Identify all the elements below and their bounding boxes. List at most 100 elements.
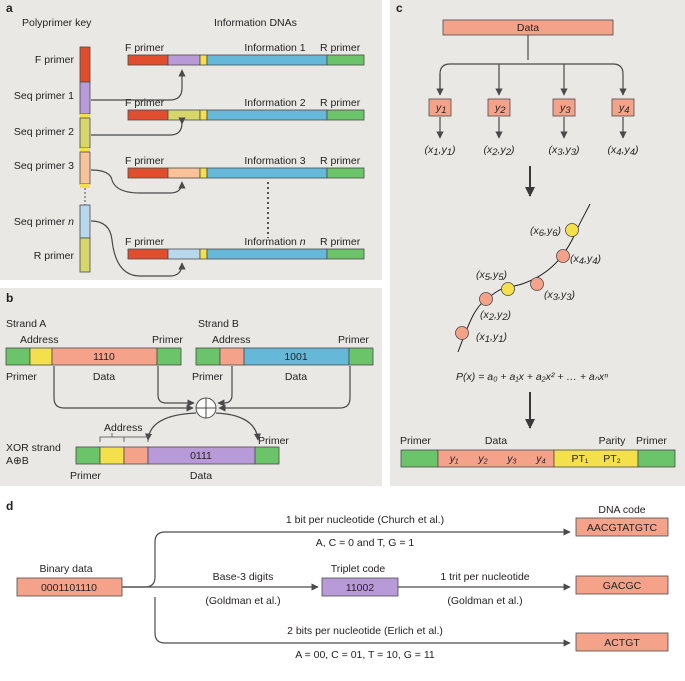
xor-address-a — [99, 446, 125, 465]
goldman-right-label: (Goldman et al.) — [447, 595, 522, 607]
dna-code-goldman-value: GACGC — [603, 580, 642, 592]
dna-code-church-value: AACGTATGTC — [587, 522, 658, 534]
key-label-r-primer: R primer — [34, 250, 75, 262]
strand-2-info-label: Information 2 — [244, 97, 305, 109]
strand-3-info-label: Information 3 — [244, 155, 305, 167]
y-box-4-label: y4 — [618, 102, 630, 116]
panel-d-letter: d — [6, 499, 13, 513]
xor-primer-right-label: Primer — [258, 435, 289, 447]
y-box-1: y1 — [428, 98, 452, 117]
arrow-strand-b-address-to-xor — [217, 366, 233, 407]
triplet-code-value: 11002 — [346, 582, 375, 594]
curve-point-4 — [556, 249, 570, 263]
arrow-seq3-to-strand-3 — [90, 169, 186, 194]
strand-3-f-primer-label: F primer — [125, 155, 165, 167]
curve-label-4: (x4,y4) — [570, 253, 601, 267]
information-dna-1: F primer Information 1 R primer — [125, 42, 365, 66]
panel-b: b Strand A Address Primer 1110 Primer Da… — [0, 288, 382, 486]
curve-label-2: (x2,y2) — [480, 309, 511, 323]
key-label-f-primer: F primer — [35, 54, 75, 66]
y-box-3-label: y3 — [559, 102, 571, 116]
dna-code-title: DNA code — [598, 504, 645, 516]
final-cell-y1: y₁ — [449, 453, 459, 465]
panel-a-letter: a — [6, 1, 13, 15]
strand-a-primer-bottom-label: Primer — [6, 371, 37, 383]
final-primer-left — [400, 449, 439, 468]
y-box-1-label: y1 — [435, 102, 447, 116]
y-box-4: y4 — [611, 98, 635, 117]
strand-b-data-value: 1001 — [284, 351, 308, 363]
arrow-xor-to-address — [144, 412, 197, 441]
strand-b-address-label: Address — [212, 334, 251, 346]
final-parity-label: Parity — [599, 435, 627, 447]
strand-a-title: Strand A — [6, 318, 46, 330]
final-primer-left-label: Primer — [400, 435, 431, 447]
xor-primer-left — [75, 446, 101, 465]
strand-a-primer-right — [156, 347, 182, 366]
strand-a-primer-top-label: Primer — [152, 334, 183, 346]
information-dna-2: F primer Information 2 R primer — [125, 97, 365, 121]
strand-1-r-primer-label: R primer — [320, 42, 361, 54]
strand-1-info-label: Information 1 — [244, 42, 305, 54]
curve-label-3: (x3,y3) — [544, 289, 575, 303]
xor-data-value: 0111 — [190, 450, 212, 462]
strand-a-address-label: Address — [20, 334, 59, 346]
key-label-seq-primer-3: Seq primer 3 — [14, 160, 74, 172]
strand-3-r-primer-label: R primer — [320, 155, 361, 167]
polyprimer-key-bar — [79, 46, 91, 273]
strand-b-primer-top-label: Primer — [338, 334, 369, 346]
key-label-seq-primer-1: Seq primer 1 — [14, 90, 74, 102]
binary-data-value: 0001101110 — [41, 582, 97, 594]
xor-primer-right — [254, 446, 280, 465]
polyprimer-key-title: Polyprimer key — [22, 17, 92, 29]
final-cell-y3: y₃ — [506, 453, 516, 465]
information-dna-3: F primer Information 3 R primer — [125, 155, 365, 179]
xor-strand-title: XOR strand — [6, 442, 61, 454]
final-data-label: Data — [485, 435, 507, 447]
triplet-code-box — [321, 577, 399, 597]
panel-c-background — [390, 0, 685, 486]
church-mapping-label: A, C = 0 and T, G = 1 — [316, 537, 415, 549]
panel-c: c Data y1 y2 y3 y4 (x1,y1) (x2,y2) — [390, 0, 685, 486]
xor-address-b — [123, 446, 149, 465]
arrow-strand-a-primer-to-xor — [157, 366, 195, 407]
curve-point-3 — [530, 277, 544, 291]
polynomial-curve — [457, 203, 591, 353]
key-label-seq-primer-n: Seq primer n — [14, 216, 74, 228]
church-method-label: 1 bit per nucleotide (Church et al.) — [286, 514, 444, 526]
final-cell-pt1: PT₁ — [572, 453, 589, 465]
xor-primer-bottom-label: Primer — [70, 470, 101, 482]
arrow-to-erlich — [154, 597, 571, 647]
strand-n-info-label: Information n — [244, 236, 305, 248]
strand-1-f-primer-label: F primer — [125, 42, 165, 54]
goldman-left-label: (Goldman et al.) — [205, 595, 280, 607]
strand-a-data-value: 1110 — [93, 351, 115, 363]
panel-b-letter: b — [6, 291, 13, 305]
base3-digits-label: Base-3 digits — [213, 571, 274, 583]
information-dnas-title: Information DNAs — [214, 17, 297, 29]
arrow-seqn-to-strand-n — [90, 220, 186, 277]
trit-per-nucleotide-label: 1 trit per nucleotide — [440, 571, 529, 583]
curve-point-6-parity — [565, 223, 579, 237]
arrow-strand-a-address-to-xor — [53, 366, 194, 412]
final-cell-pt2: PT₂ — [603, 453, 621, 465]
xor-data-label: Data — [190, 470, 212, 482]
key-label-seq-primer-2: Seq primer 2 — [14, 126, 74, 138]
curve-label-1: (x1,y1) — [476, 331, 507, 345]
triplet-code-title: Triplet code — [331, 563, 386, 575]
strand-2-r-primer-label: R primer — [320, 97, 361, 109]
final-primer-right-label: Primer — [636, 435, 667, 447]
data-box-label: Data — [517, 22, 539, 34]
dna-code-church-box — [575, 517, 669, 537]
arrow-seq1-to-strand-1 — [91, 69, 186, 101]
pair-3: (x3,y3) — [548, 144, 579, 158]
binary-data-title: Binary data — [39, 563, 92, 575]
y-box-2: y2 — [487, 98, 511, 117]
xor-strand-subtitle: A⊕B — [6, 455, 29, 467]
strand-b-title: Strand B — [198, 318, 239, 330]
arrow-seq2-to-strand-2 — [91, 117, 186, 136]
strand-a-primer-left — [5, 347, 31, 366]
panel-d: d Binary data 0001101110 1 bit per nucle… — [6, 499, 669, 661]
panel-a-background — [0, 0, 382, 280]
